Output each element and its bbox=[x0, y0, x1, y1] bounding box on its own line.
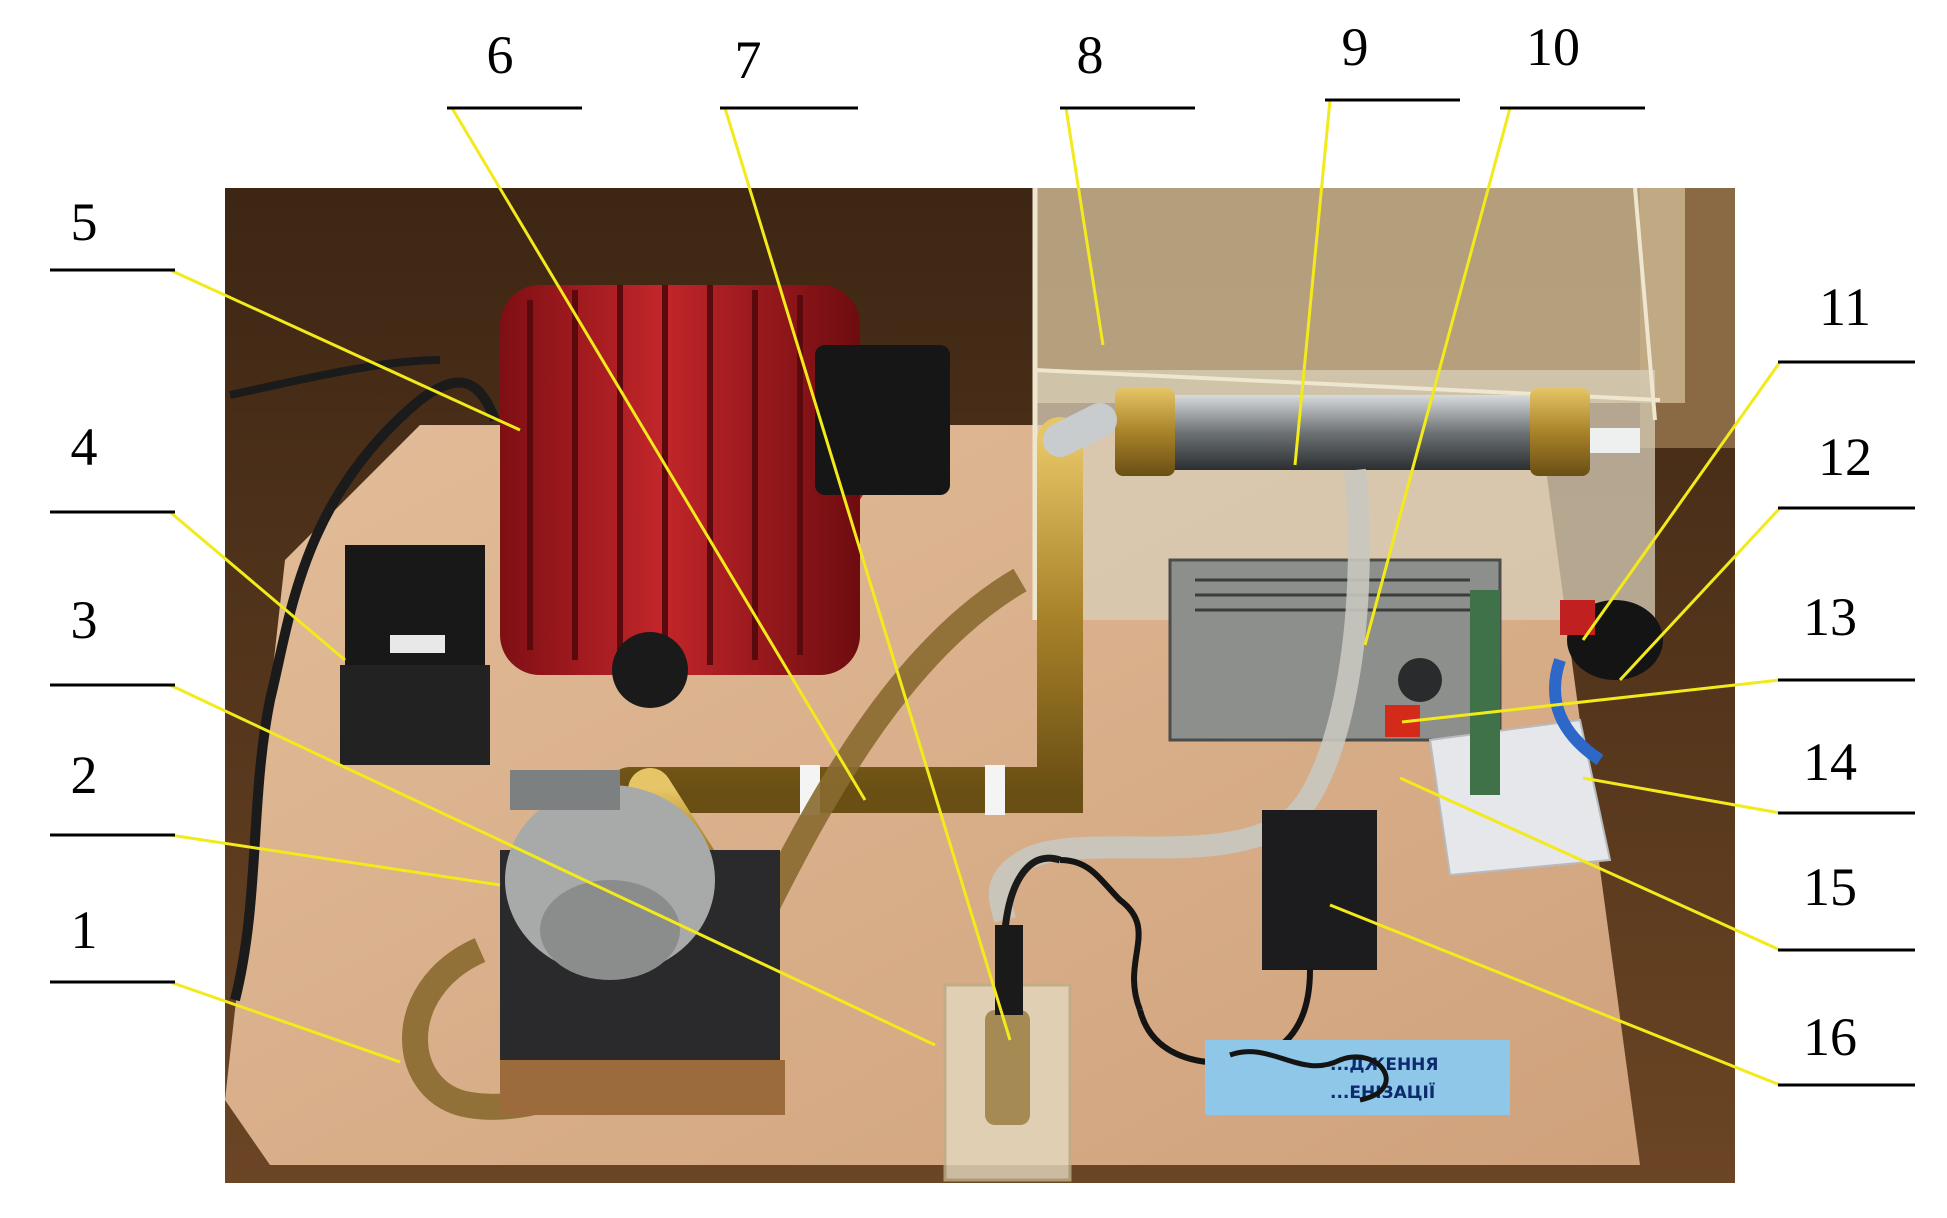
sign-text-line-1: ...ДЖЕННЯ bbox=[1330, 1055, 1438, 1075]
leader-line-3 bbox=[169, 683, 936, 1047]
steel-pipe bbox=[1115, 388, 1640, 476]
leader-lines bbox=[169, 99, 1782, 1087]
power-cable-2 bbox=[229, 356, 441, 399]
callout-label-15: 15 bbox=[1803, 857, 1857, 917]
callout-label-16: 16 bbox=[1803, 1007, 1857, 1067]
callout-label-5: 5 bbox=[71, 192, 98, 252]
clear-hose bbox=[988, 468, 1370, 923]
leader-line-13 bbox=[1401, 678, 1781, 724]
callout-label-2: 2 bbox=[71, 745, 98, 805]
callout-label-8: 8 bbox=[1077, 25, 1104, 85]
leader-line-2 bbox=[169, 833, 501, 887]
photo: ...ДЖЕННЯ ...ЕНІЗАЦІЇ bbox=[225, 187, 1735, 1183]
gear-pump bbox=[500, 770, 785, 1115]
callout-label-7: 7 bbox=[735, 30, 762, 90]
leader-line-10 bbox=[1363, 107, 1512, 646]
green-bracket bbox=[1470, 590, 1500, 795]
callout-label-13: 13 bbox=[1803, 587, 1857, 647]
leader-line-8 bbox=[1064, 107, 1105, 346]
callout-label-11: 11 bbox=[1819, 277, 1871, 337]
callout-label-3: 3 bbox=[71, 590, 98, 650]
callout-label-12: 12 bbox=[1818, 427, 1872, 487]
power-adapter bbox=[1059, 810, 1377, 1066]
callout-numbers: 1 2 3 4 5 6 7 8 9 10 11 12 13 14 15 16 bbox=[71, 17, 1873, 1067]
leader-line-7 bbox=[723, 107, 1012, 1041]
leader-line-14 bbox=[1582, 776, 1781, 815]
leader-line-12 bbox=[1618, 506, 1782, 682]
leader-line-11 bbox=[1581, 361, 1782, 641]
contactor bbox=[340, 545, 490, 765]
electronics-box bbox=[1168, 558, 1502, 742]
leader-line-4 bbox=[169, 510, 346, 662]
callout-label-14: 14 bbox=[1803, 732, 1857, 792]
leader-line-1 bbox=[169, 980, 401, 1064]
blue-label-sign: ...ДЖЕННЯ ...ЕНІЗАЦІЇ bbox=[1205, 1040, 1510, 1115]
callout-label-1: 1 bbox=[71, 900, 98, 960]
callout-label-9: 9 bbox=[1342, 17, 1369, 77]
leader-line-6 bbox=[450, 107, 867, 801]
leader-line-15 bbox=[1399, 776, 1781, 952]
leader-line-16 bbox=[1329, 903, 1781, 1087]
callout-label-4: 4 bbox=[71, 417, 98, 477]
electric-motor bbox=[500, 285, 950, 708]
callout-label-10: 10 bbox=[1526, 17, 1580, 77]
leader-line-9 bbox=[1293, 99, 1332, 466]
flow-sensor bbox=[943, 854, 1072, 1182]
leader-line-5 bbox=[169, 268, 521, 432]
callout-label-6: 6 bbox=[487, 25, 514, 85]
label-underlines bbox=[50, 98, 1915, 1087]
